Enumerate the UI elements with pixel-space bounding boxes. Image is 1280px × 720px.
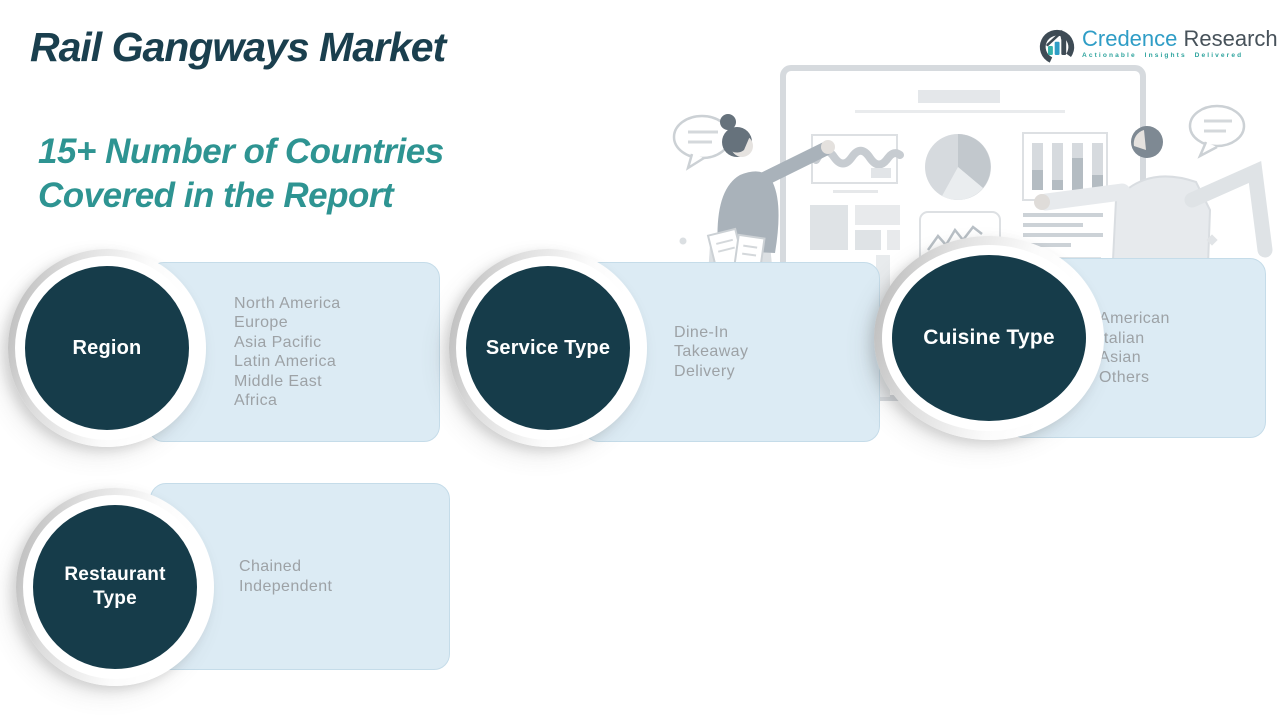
segment-circle-region: Region <box>15 256 199 440</box>
segment-circle-cuisine-type: Cuisine Type <box>882 245 1096 431</box>
page-subtitle-line2: Covered in the Report <box>38 176 394 215</box>
segment-card-region: North America Europe Asia Pacific Latin … <box>148 262 440 442</box>
brand-logo-icon <box>1039 29 1075 65</box>
speech-bubble-right <box>1188 104 1246 159</box>
page-title: Rail Gangways Market <box>30 24 446 70</box>
list-item: North America <box>234 294 341 312</box>
segment-label: Restaurant Type <box>64 564 166 609</box>
pie-chart <box>925 134 991 200</box>
brand-logo: Credence Research Actionable Insights De… <box>1038 27 1278 65</box>
segment-list-region: North America Europe Asia Pacific Latin … <box>234 294 341 411</box>
segment-label: Cuisine Type <box>923 326 1055 349</box>
list-item: Delivery <box>674 362 735 380</box>
segment-list-cuisine-type: American Italian Asian Others <box>1099 309 1170 387</box>
brand-name: Credence Research <box>1082 27 1278 51</box>
page-subtitle: 15+ Number of Countries Covered in the R… <box>38 130 444 218</box>
list-item: Asia Pacific <box>234 333 322 351</box>
list-item: Latin America <box>234 353 337 370</box>
segment-circle-restaurant-type: Restaurant Type <box>23 495 207 679</box>
list-item: Italian <box>1099 329 1145 347</box>
brand-tagline: Actionable Insights Delivered <box>1082 52 1244 59</box>
list-item: Europe <box>234 314 288 331</box>
segment-label: Service Type <box>485 336 611 359</box>
page-subtitle-line1: 15+ Number of Countries <box>38 132 444 171</box>
list-item: Chained <box>239 558 302 575</box>
list-item: Independent <box>239 577 333 595</box>
brand-name-primary: Credence <box>1082 26 1178 51</box>
brand-name-secondary: Research <box>1183 26 1278 51</box>
bar-chart-panel <box>1022 132 1108 201</box>
list-item: Takeaway <box>674 343 749 361</box>
segment-list-service-type: Dine-In Takeaway Delivery <box>674 323 748 382</box>
segment-circle-service-type: Service Type <box>456 256 640 440</box>
list-item: Africa <box>234 392 278 409</box>
list-item: Middle East <box>234 372 322 390</box>
segment-label: Region <box>72 336 142 359</box>
segment-list-restaurant-type: Chained Independent <box>239 557 332 596</box>
list-item: Others <box>1099 368 1150 386</box>
list-item: Dine-In <box>674 323 729 341</box>
list-item: American <box>1099 310 1170 327</box>
list-item: Asian <box>1099 349 1142 366</box>
speech-bubble-left <box>672 114 732 171</box>
